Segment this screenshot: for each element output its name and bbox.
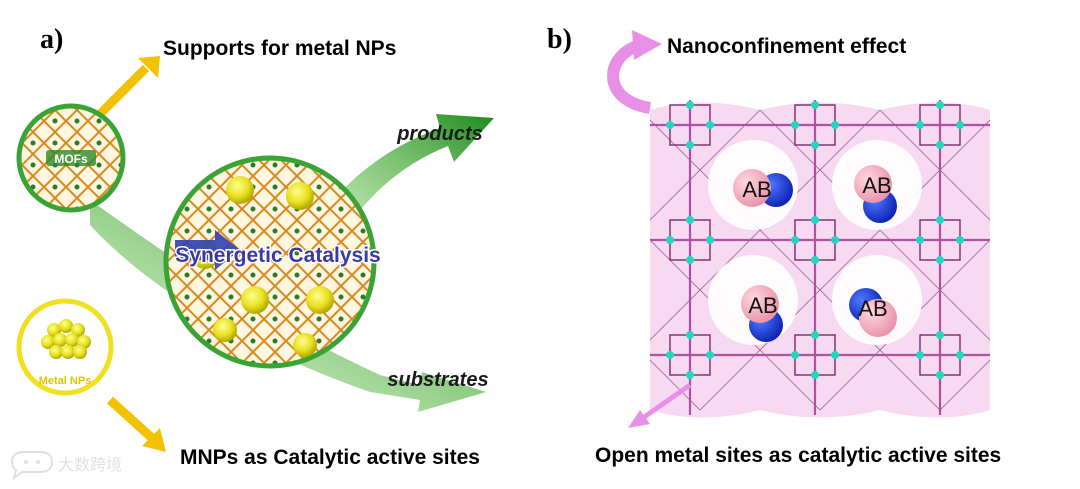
panel-b-bottom-label: Open metal sites as catalytic active sit… — [595, 444, 1001, 467]
ab-molecule-top-left: AB — [733, 169, 793, 207]
ab-molecule-bottom-right: AB — [849, 288, 897, 337]
ab-label: AB — [748, 293, 777, 318]
ab-label: AB — [858, 296, 887, 321]
curved-pink-arrow — [607, 30, 662, 114]
panel-a-bottom-label: MNPs as Catalytic active sites — [180, 446, 480, 469]
ab-label: AB — [862, 173, 891, 198]
framework-lattice — [650, 100, 990, 418]
panel-b-letter: b) — [547, 24, 572, 55]
central-catalysis-circle — [163, 155, 377, 369]
ab-molecule-top-right: AB — [854, 165, 897, 223]
panel-a: MOFs Metal NPs — [16, 24, 494, 469]
embedded-nanoparticles — [191, 176, 334, 357]
substrates-label: substrates — [387, 369, 488, 391]
panel-a-letter: a) — [40, 24, 63, 55]
ab-label: AB — [742, 177, 771, 202]
mofs-label: MOFs — [54, 152, 88, 166]
watermark-text: 大数跨境 — [58, 455, 122, 474]
ab-molecule-bottom-left: AB — [741, 285, 783, 342]
products-label: products — [396, 123, 483, 145]
nanoparticle-cluster-icon — [41, 319, 91, 359]
chat-bubble-logo-icon — [10, 451, 54, 481]
synergetic-catalysis-label: Synergetic Catalysis — [175, 244, 380, 267]
watermark: 大数跨境 — [10, 451, 122, 481]
yellow-arrow-bottom — [106, 396, 166, 452]
open-metal-site-nodes — [666, 101, 964, 379]
panel-b-top-label: Nanoconfinement effect — [667, 35, 906, 58]
blue-pointer-arrow — [175, 230, 240, 270]
yellow-arrow-top — [92, 56, 160, 122]
panel-a-top-label: Supports for metal NPs — [163, 37, 396, 60]
panel-b: AB AB AB AB b) Nanoconfinement effect — [547, 24, 1001, 467]
mofs-circle: MOFs — [16, 103, 126, 213]
metal-nps-label: Metal NPs — [39, 375, 92, 387]
pink-pointer-arrow — [628, 382, 692, 428]
metal-nps-circle: Metal NPs — [16, 298, 114, 396]
green-flow-arrow-lower — [90, 200, 486, 412]
